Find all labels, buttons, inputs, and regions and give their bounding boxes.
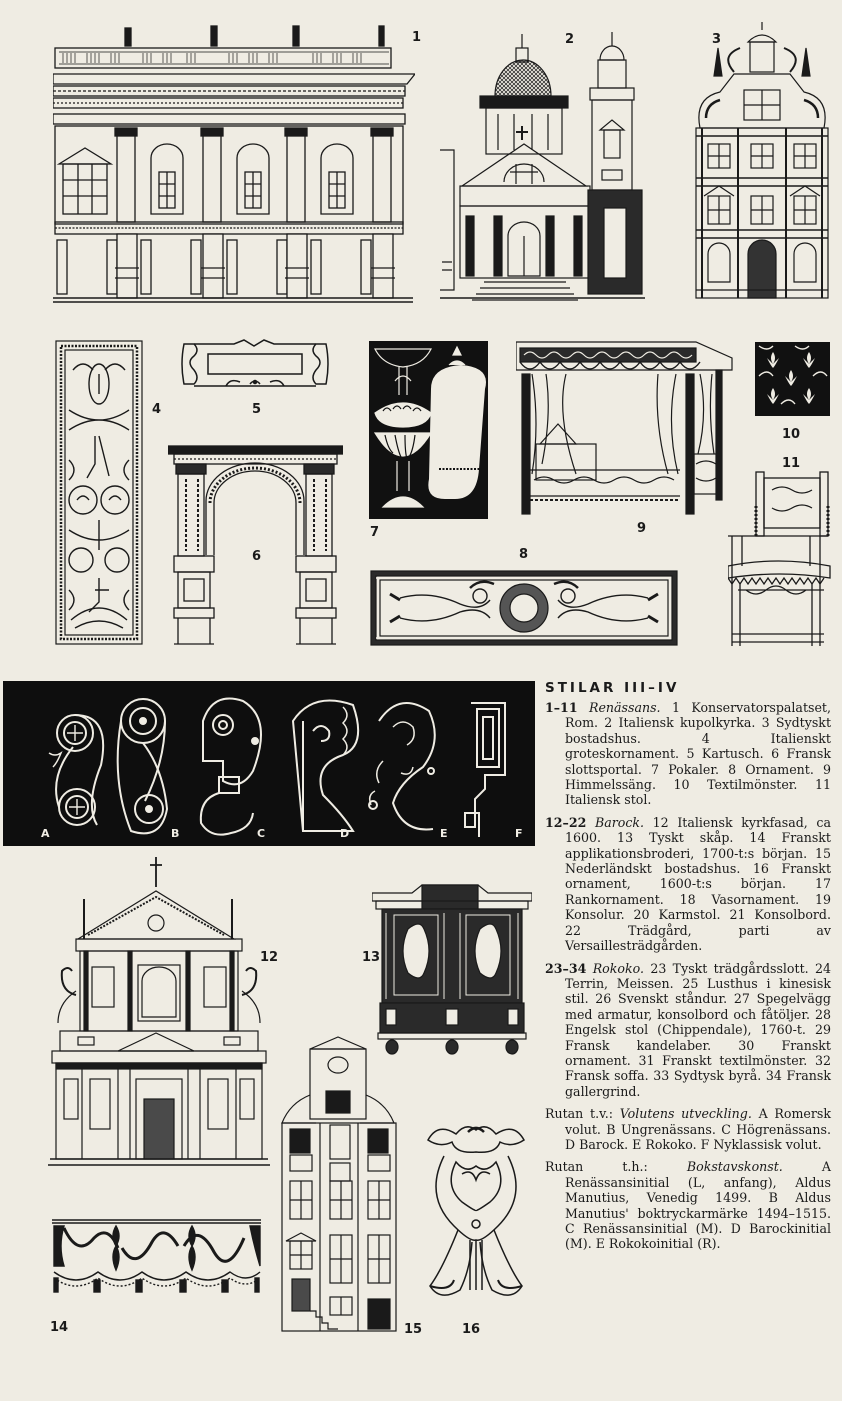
volute-label-f: F: [515, 827, 523, 840]
caption-style-title: Volutens utveckling.: [619, 1106, 752, 1122]
figure-number: 11: [782, 456, 801, 471]
figure-11-italian-chair: [728, 470, 831, 648]
figure-number: 4: [152, 402, 162, 417]
caption-range: Rutan t.h.:: [545, 1159, 648, 1175]
volute-e: [368, 702, 436, 831]
figure-number: 9: [637, 521, 647, 536]
caption-body: A Renässansinitial (L, anfang), Aldus Ma…: [565, 1159, 831, 1252]
figure-7-goblets: [369, 341, 488, 519]
figure-number: 1: [412, 30, 422, 45]
figure-12-church-facade: [48, 855, 270, 1167]
volute-d: [291, 699, 360, 832]
figure-number: 12: [260, 950, 279, 965]
caption-style-title: Rokoko.: [592, 960, 644, 976]
volute-development-panel: A B C D E F: [3, 681, 535, 846]
figure-number: 10: [782, 427, 801, 442]
figure-16-french-ornament: [422, 1122, 530, 1304]
figure-number: 3: [712, 32, 722, 47]
volute-c: [199, 697, 262, 836]
figure-3-south-german-house: [690, 20, 834, 305]
caption-style-title: Bokstavskonst.: [686, 1159, 783, 1175]
volute-label-c: C: [257, 827, 266, 840]
caption-heading: STILAR III–IV: [545, 680, 680, 696]
figure-1-palace-facade: [53, 22, 415, 304]
caption-letter-art-box: Rutan t.h.: Bokstavskonst. A Renässansin…: [545, 1159, 831, 1251]
figure-15-dutch-house: [280, 1035, 398, 1333]
caption-rococo: 23–34 Rokoko. 23 Tyskt trädgårdsslott. 2…: [545, 961, 831, 1100]
figure-14-applique-embroidery: [50, 1218, 263, 1296]
figure-number: 13: [362, 950, 381, 965]
figure-6-castle-portal: [168, 445, 343, 645]
caption-column: STILAR III–IV 1–11 Renässans. 1 Konserva…: [545, 680, 831, 1259]
figure-2-domed-church: [440, 30, 645, 305]
volute-label-d: D: [340, 827, 350, 840]
figure-9-canopy-bed: [516, 340, 734, 525]
figure-number: 15: [404, 1322, 423, 1337]
caption-range: 23–34: [545, 960, 587, 976]
volute-label-a: A: [41, 827, 50, 840]
caption-range: 1–11: [545, 700, 578, 715]
figure-10-textile-pattern: [755, 342, 830, 416]
volute-label-e: E: [440, 827, 448, 840]
caption-range: 12–22: [545, 814, 587, 830]
figure-number: 8: [519, 547, 529, 562]
figure-number: 5: [252, 402, 262, 417]
caption-volute-box: Rutan t.v.: Volutens utveckling. A Romer…: [545, 1106, 831, 1152]
figure-5-cartouche: [180, 338, 330, 392]
caption-body: 12 Italiensk kyrkfasad, ca 1600. 13 Tysk…: [565, 814, 831, 954]
figure-4-grotesque-ornament: [55, 340, 143, 645]
caption-baroque: 12–22 Barock. 12 Italiensk kyrkfasad, ca…: [545, 815, 831, 954]
figure-number: 6: [252, 549, 262, 564]
figure-8-ornament-frieze: [370, 570, 678, 646]
volute-a: [48, 714, 105, 826]
caption-style-title: Renässans.: [589, 700, 661, 715]
caption-range: Rutan t.v.:: [545, 1106, 613, 1122]
figure-13-german-cabinet: [372, 883, 532, 1055]
caption-renaissance: 1–11 Renässans. 1 Konservatorspalatset, …: [545, 700, 831, 808]
caption-body: 23 Tyskt trädgårdsslott. 24 Terrin, Meis…: [565, 960, 831, 1099]
volute-b: [116, 698, 169, 835]
figure-number: 14: [50, 1320, 69, 1335]
volute-label-b: B: [171, 827, 180, 840]
figure-number: 2: [565, 32, 575, 47]
figure-number: 7: [370, 525, 380, 540]
caption-body: A Romersk volut. B Ungrenässans. C Högre…: [565, 1106, 831, 1152]
caption-body: 1 Konservatorspalatset, Rom. 2 Italiensk…: [565, 700, 831, 808]
figure-number: 16: [462, 1322, 481, 1337]
caption-style-title: Barock.: [594, 814, 645, 830]
volute-f: [464, 702, 506, 837]
